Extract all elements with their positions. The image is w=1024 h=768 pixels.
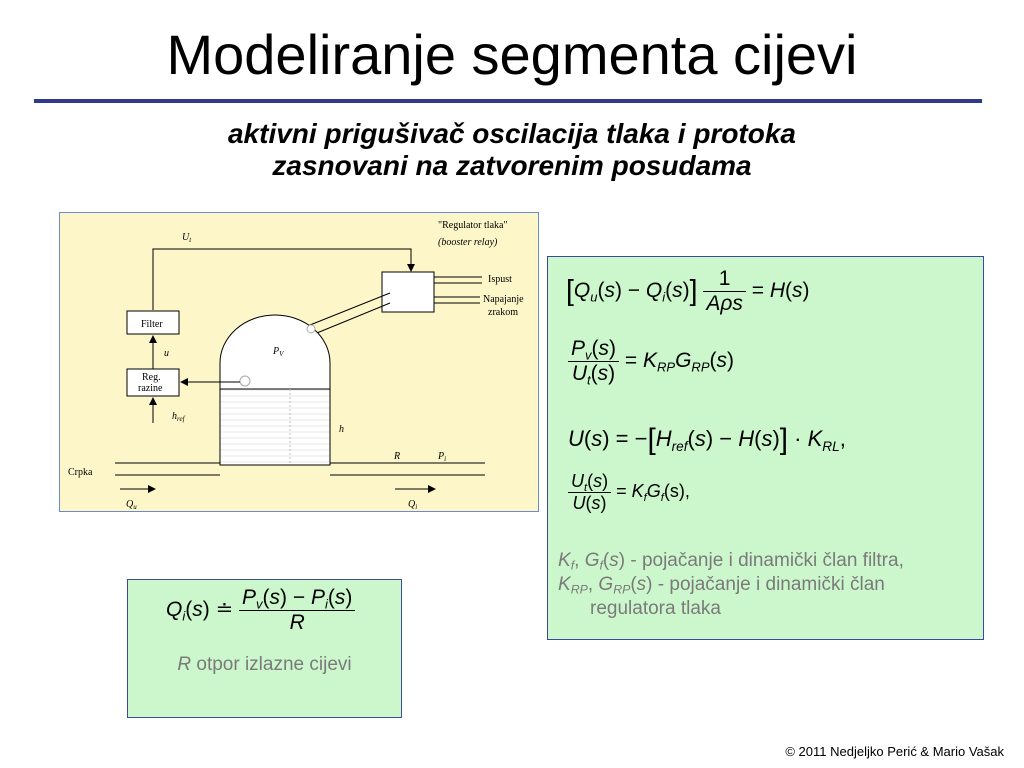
ispust-label: Ispust — [488, 274, 512, 285]
pi-label: Pi — [437, 451, 446, 463]
slide-title: Modeliranje segmenta cijevi — [166, 23, 858, 86]
outflow-equation: Qi(s) ≐ Pv(s) − Pi(s)R — [166, 586, 356, 635]
regulator-box — [381, 271, 435, 313]
reg-label-line2: razine — [138, 383, 163, 394]
title-underline — [34, 99, 982, 103]
vessel-liquid — [219, 388, 331, 466]
equation-2: Pv(s)Ut(s) = KRPGRP(s) — [568, 337, 734, 387]
subtitle-line-2: zasnovani na zatvorenim posudama — [272, 150, 752, 181]
ut-label: Ut — [182, 232, 192, 244]
legend-line-1: Kf, Gf(s) - pojačanje i dinamički član f… — [558, 550, 904, 573]
ut-signal-line — [152, 248, 415, 310]
filter-label: Filter — [141, 319, 163, 330]
h-label: h — [339, 424, 344, 435]
qu-label: Qu — [126, 499, 137, 511]
pipe-segment-schematic: "Regulator tlaka" (booster relay) Ispust… — [59, 212, 539, 512]
eq1-numerator: 1 — [703, 267, 746, 293]
level-sensor — [239, 375, 251, 387]
qi-label: Qi — [408, 499, 417, 511]
level-regulator-box — [126, 368, 180, 397]
slide-subtitle: aktivni prigušivač oscilacija tlaka i pr… — [0, 118, 1024, 182]
resistance-note: R otpor izlazne cijevi — [177, 654, 352, 675]
u-label: u — [164, 348, 169, 359]
crpka-label: Crpka — [68, 467, 93, 478]
outflow-panel: Qi(s) ≐ Pv(s) − Pi(s)R R otpor izlazne c… — [127, 579, 402, 718]
href-label: href — [172, 411, 186, 423]
regulator-title-label: "Regulator tlaka" — [438, 220, 508, 231]
reg-label-line1: Reg. — [142, 372, 161, 383]
filter-box — [126, 310, 180, 335]
napajanje-label: Napajanje — [483, 294, 524, 305]
legend-line-3: regulatora tlaka — [590, 598, 721, 619]
equation-3: U(s) = −[Href(s) − H(s)] · KRL, — [568, 423, 846, 456]
pv-label: PV — [272, 346, 284, 358]
r-label: R — [393, 451, 400, 462]
schematic-drawing: "Regulator tlaka" (booster relay) Ispust… — [68, 220, 524, 511]
equation-4: Ut(s)U(s) = KfGf(s), — [568, 471, 690, 513]
legend-line-2: KRP, GRP(s) - pojačanje i dinamički član — [558, 574, 885, 597]
eq4-suffix: (s), — [663, 480, 690, 501]
subtitle-line-1: aktivni prigušivač oscilacija tlaka i pr… — [227, 118, 796, 149]
equations-legend: Kf, Gf(s) - pojačanje i dinamički član f… — [558, 549, 983, 621]
regulator-subtitle-label: (booster relay) — [438, 237, 498, 248]
copyright-notice: © 2011 Nedjeljko Perić & Mario Vašak — [785, 744, 1004, 759]
vessel-dome — [219, 314, 331, 389]
zrakom-label: zrakom — [488, 307, 518, 318]
